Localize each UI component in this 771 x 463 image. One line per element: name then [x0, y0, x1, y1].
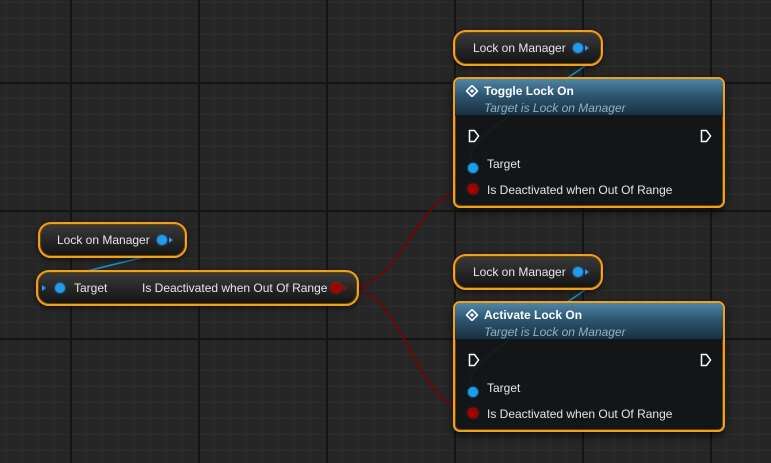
object-output-pin[interactable]: [157, 235, 167, 245]
toggle-lock-on-node[interactable]: Toggle Lock On Target is Lock on Manager…: [453, 77, 725, 208]
exec-output-icon[interactable]: [700, 129, 712, 143]
target-input-pin[interactable]: [468, 163, 478, 173]
exec-input-icon[interactable]: [468, 129, 480, 143]
node-subtitle: Target is Lock on Manager: [484, 101, 626, 115]
node-subtitle: Target is Lock on Manager: [484, 325, 626, 339]
node-title: Activate Lock On: [484, 308, 583, 322]
getter-label: Lock on Manager: [57, 233, 150, 247]
activate-lock-on-node[interactable]: Activate Lock On Target is Lock on Manag…: [453, 301, 725, 432]
lock-on-manager-getter-left[interactable]: Lock on Manager: [38, 222, 187, 258]
bool-output-pin[interactable]: [331, 283, 341, 293]
lock-on-manager-getter-bottom[interactable]: Lock on Manager: [453, 254, 603, 290]
getter-label: Lock on Manager: [473, 265, 566, 279]
getter-label: Lock on Manager: [473, 41, 566, 55]
target-input-pin[interactable]: [55, 283, 65, 293]
bool-input-label: Is Deactivated when Out Of Range: [487, 407, 673, 421]
exec-input-icon[interactable]: [468, 353, 480, 367]
target-input-arrow-icon: [42, 285, 46, 291]
object-output-arrow-icon: [585, 269, 589, 275]
bool-input-label: Is Deactivated when Out Of Range: [487, 183, 673, 197]
function-icon: [466, 309, 478, 321]
object-output-pin[interactable]: [573, 267, 583, 277]
bool-output-arrow-icon: [343, 285, 347, 291]
object-output-pin[interactable]: [573, 43, 583, 53]
bool-input-pin[interactable]: [468, 184, 478, 194]
output-label: Is Deactivated when Out Of Range: [142, 281, 328, 295]
exec-output-icon[interactable]: [700, 353, 712, 367]
target-input-pin[interactable]: [468, 387, 478, 397]
node-header: Activate Lock On Target is Lock on Manag…: [455, 303, 723, 340]
node-header: Toggle Lock On Target is Lock on Manager: [455, 79, 723, 116]
deactivated-getter-node[interactable]: Target Is Deactivated when Out Of Range: [36, 270, 359, 306]
lock-on-manager-getter-top[interactable]: Lock on Manager: [453, 30, 603, 66]
target-label: Target: [487, 381, 521, 395]
node-title: Toggle Lock On: [484, 84, 574, 98]
function-icon: [466, 85, 478, 97]
bool-input-pin[interactable]: [468, 408, 478, 418]
object-output-arrow-icon: [585, 45, 589, 51]
object-output-arrow-icon: [169, 237, 173, 243]
target-label: Target: [487, 157, 521, 171]
target-label: Target: [74, 281, 108, 295]
